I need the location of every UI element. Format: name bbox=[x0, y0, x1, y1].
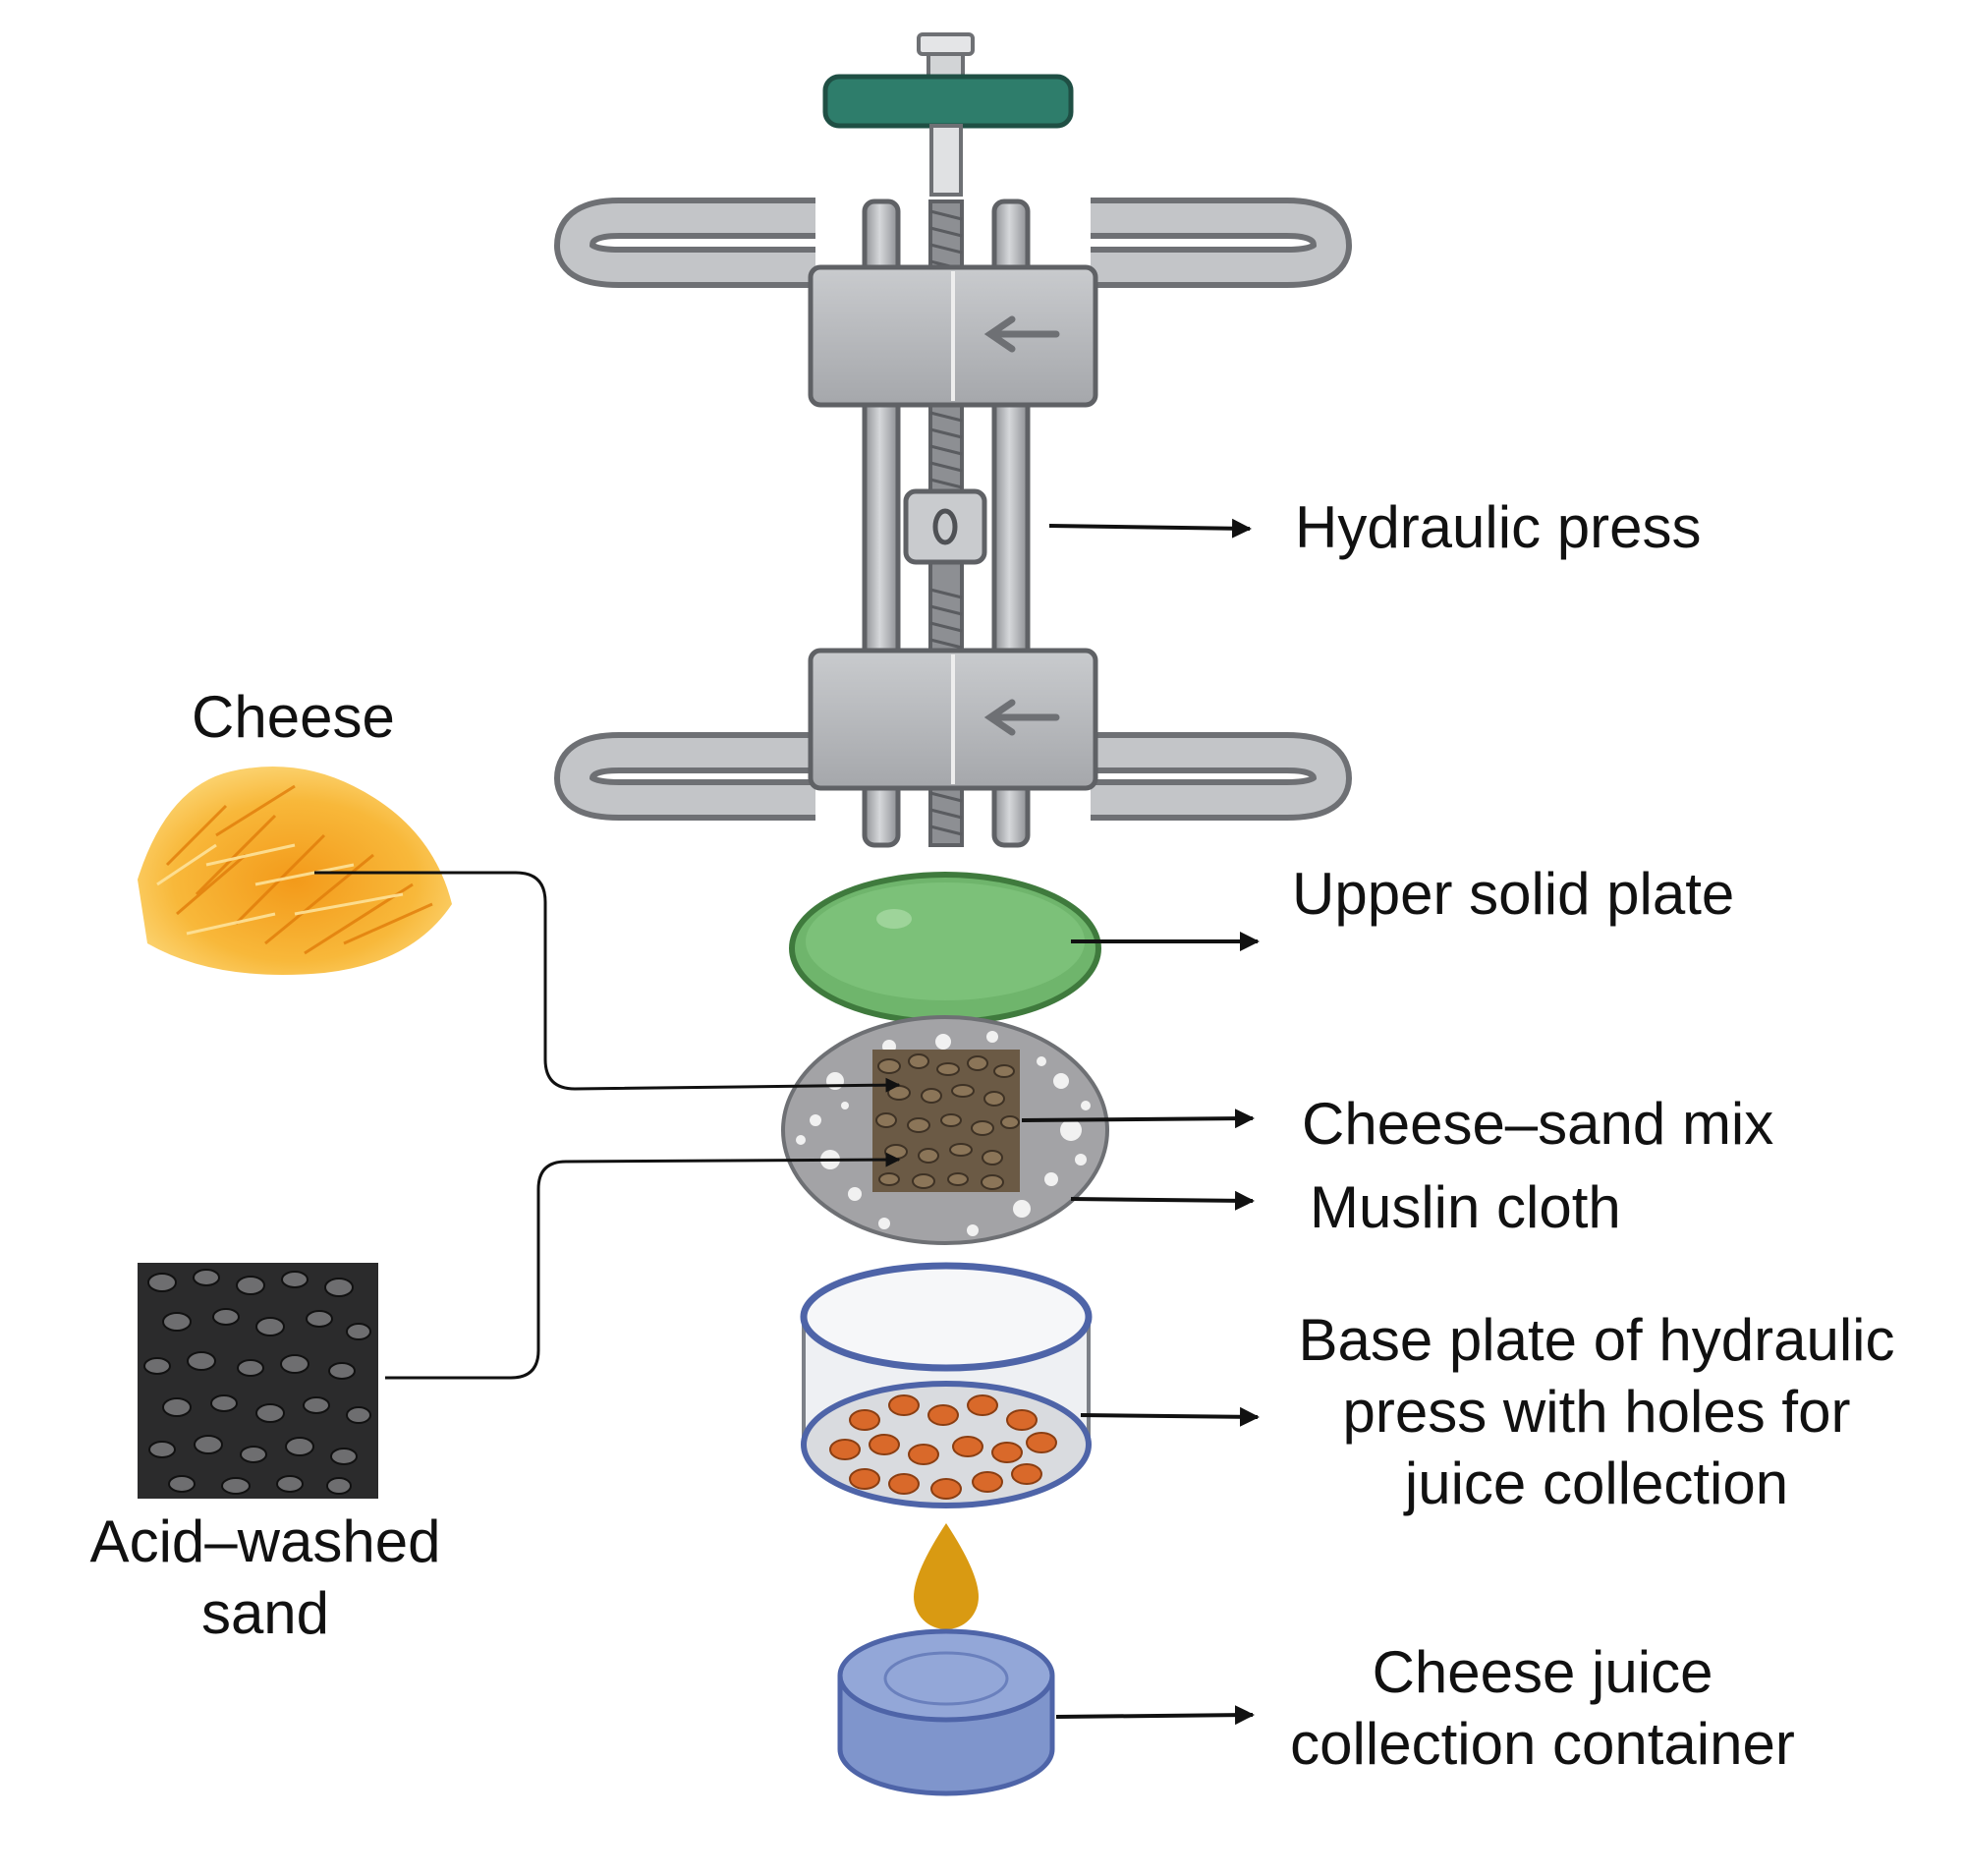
collection-container-icon bbox=[837, 1628, 1055, 1796]
arrow-muslin-cloth bbox=[1070, 1190, 1255, 1211]
label-upper-solid-plate: Upper solid plate bbox=[1292, 861, 1735, 927]
label-cheese: Cheese bbox=[192, 684, 395, 750]
arrow-hydraulic-press bbox=[1048, 518, 1252, 539]
arrow-container bbox=[1055, 1705, 1255, 1726]
arrow-cheese-to-mix bbox=[314, 871, 901, 1093]
arrow-cheese-sand-mix bbox=[1021, 1109, 1255, 1129]
cheese-icon bbox=[138, 767, 452, 975]
label-container-line2: collection container bbox=[1290, 1711, 1795, 1777]
arrow-sand-to-mix bbox=[385, 1152, 901, 1380]
label-base-plate-line3: juice collection bbox=[1404, 1450, 1789, 1516]
label-container-line1: Cheese juice bbox=[1372, 1639, 1713, 1705]
label-muslin-cloth: Muslin cloth bbox=[1310, 1174, 1621, 1240]
base-plate-icon bbox=[800, 1262, 1093, 1508]
label-acid-sand-line2: sand bbox=[200, 1580, 330, 1646]
sand-icon bbox=[138, 1263, 378, 1499]
arrow-base-plate bbox=[1080, 1406, 1260, 1427]
label-base-plate-line1: Base plate of hydraulic bbox=[1298, 1307, 1895, 1373]
hydraulic-press-icon bbox=[554, 32, 1352, 848]
label-acid-sand-line1: Acid–washed bbox=[89, 1508, 441, 1574]
juice-drop-icon bbox=[914, 1523, 979, 1629]
label-hydraulic-press: Hydraulic press bbox=[1295, 494, 1702, 560]
cheese-sand-mix-icon bbox=[781, 1015, 1109, 1245]
upper-plate-icon bbox=[789, 872, 1101, 1025]
label-cheese-sand-mix: Cheese–sand mix bbox=[1302, 1091, 1774, 1157]
label-base-plate-line2: press with holes for bbox=[1342, 1379, 1851, 1445]
pointer-arrows bbox=[314, 518, 1260, 1726]
